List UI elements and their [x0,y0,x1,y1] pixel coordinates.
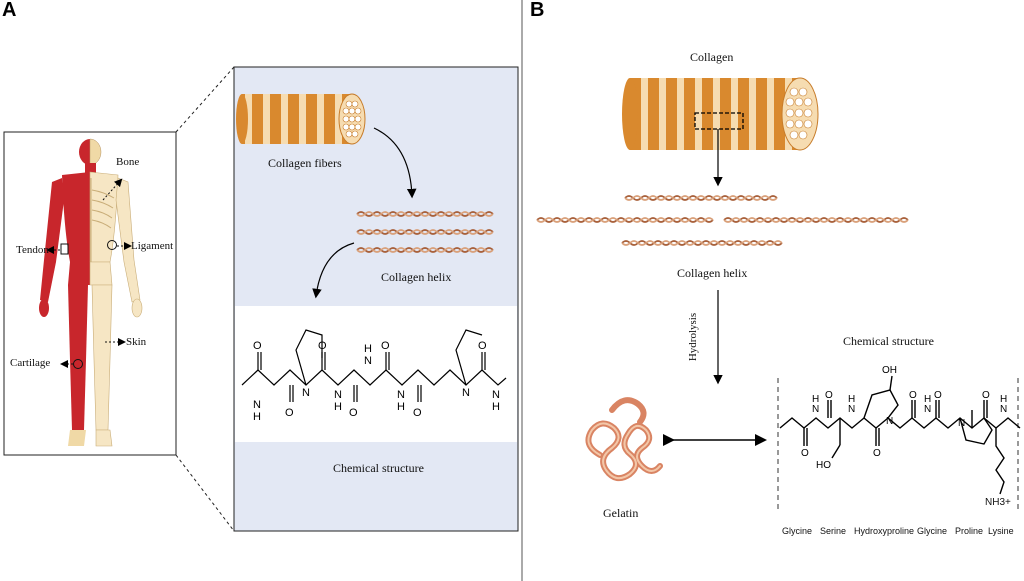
svg-text:N: N [253,399,261,411]
amino-acid-label: Lysine [988,526,1014,536]
amino-acid-label: Hydroxyproline [854,526,915,536]
amino-acid-label: Proline [955,526,984,536]
svg-text:H: H [397,401,405,413]
svg-text:O: O [934,390,942,401]
svg-text:O: O [801,448,809,459]
collagen-helix-strands-b [536,195,909,246]
svg-text:O: O [825,390,833,401]
label-tendon: Tendon [16,244,49,256]
svg-text:HO: HO [816,460,831,471]
label-gelatin: Gelatin [603,506,639,520]
zoom-connector-bottom [175,454,235,532]
svg-text:O: O [478,340,487,352]
chemical-atoms-a: ONH ON ONH ONH ONH ON ONH [253,340,500,423]
panel-label-b: B [530,0,545,21]
collagen-helix-strands-a [356,211,494,253]
label-skin: Skin [126,336,147,348]
label-chemical-structure-a: Chemical structure [333,461,424,475]
svg-text:H: H [848,394,855,405]
arrow-helix-to-structure [312,242,355,299]
collagen-fiber-cylinder-a [236,93,366,145]
label-collagen-helix-b: Collagen helix [677,266,748,280]
svg-text:N: N [302,387,310,399]
svg-text:O: O [285,407,294,419]
svg-text:N: N [848,404,855,415]
chemical-structure-b [779,375,1021,495]
panel-label-a: A [2,0,17,21]
svg-text:H: H [253,411,261,423]
svg-text:O: O [253,340,262,352]
chemical-structure-a [241,329,507,402]
svg-text:N: N [1000,404,1007,415]
svg-text:H: H [334,401,342,413]
label-hydrolysis-wrap: Hydrolysis [687,303,713,373]
svg-text:N: N [364,355,372,367]
label-hydrolysis: Hydrolysis [687,312,700,362]
zoom-connector-top [175,66,235,133]
label-collagen: Collagen [690,50,734,64]
structure-band [235,306,517,442]
svg-text:N: N [334,389,342,401]
arrow-fibers-to-helix [373,127,417,199]
label-cartilage: Cartilage [10,357,51,369]
chemical-atoms-b: O NH O HO NH O OH N O NH O N O NH [801,365,1007,471]
detail-box [233,66,519,532]
amino-acid-label: Serine [820,526,847,536]
body-markers [46,178,132,369]
label-ligament: Ligament [131,240,174,252]
svg-text:O: O [318,340,327,352]
svg-text:H: H [812,394,819,405]
amino-acid-label: Glycine [782,526,813,536]
svg-text:N: N [958,418,965,429]
svg-text:H: H [1000,394,1007,405]
svg-text:O: O [349,407,358,419]
label-bone: Bone [116,156,140,168]
svg-text:H: H [924,394,931,405]
svg-text:N: N [397,389,405,401]
svg-text:N: N [812,404,819,415]
svg-text:O: O [381,340,390,352]
svg-text:N: N [462,387,470,399]
svg-text:H: H [364,343,372,355]
svg-text:O: O [909,390,917,401]
svg-text:N: N [924,404,931,415]
svg-text:O: O [982,390,990,401]
label-chemical-structure-b: Chemical structure [843,334,934,348]
svg-text:N: N [492,389,500,401]
svg-text:O: O [413,407,422,419]
svg-text:OH: OH [882,365,897,376]
human-figure [39,138,143,447]
collagen-cylinder-b [622,77,819,151]
svg-text:O: O [873,448,881,459]
amino-acid-label: Glycine [917,526,948,536]
label-nh3: NH3+ [985,497,1011,508]
gelatin-illustration-highlight [587,422,661,480]
svg-text:H: H [492,401,500,413]
label-collagen-helix-a: Collagen helix [381,270,452,284]
label-collagen-fibers: Collagen fibers [268,156,342,170]
svg-text:N: N [886,416,893,427]
